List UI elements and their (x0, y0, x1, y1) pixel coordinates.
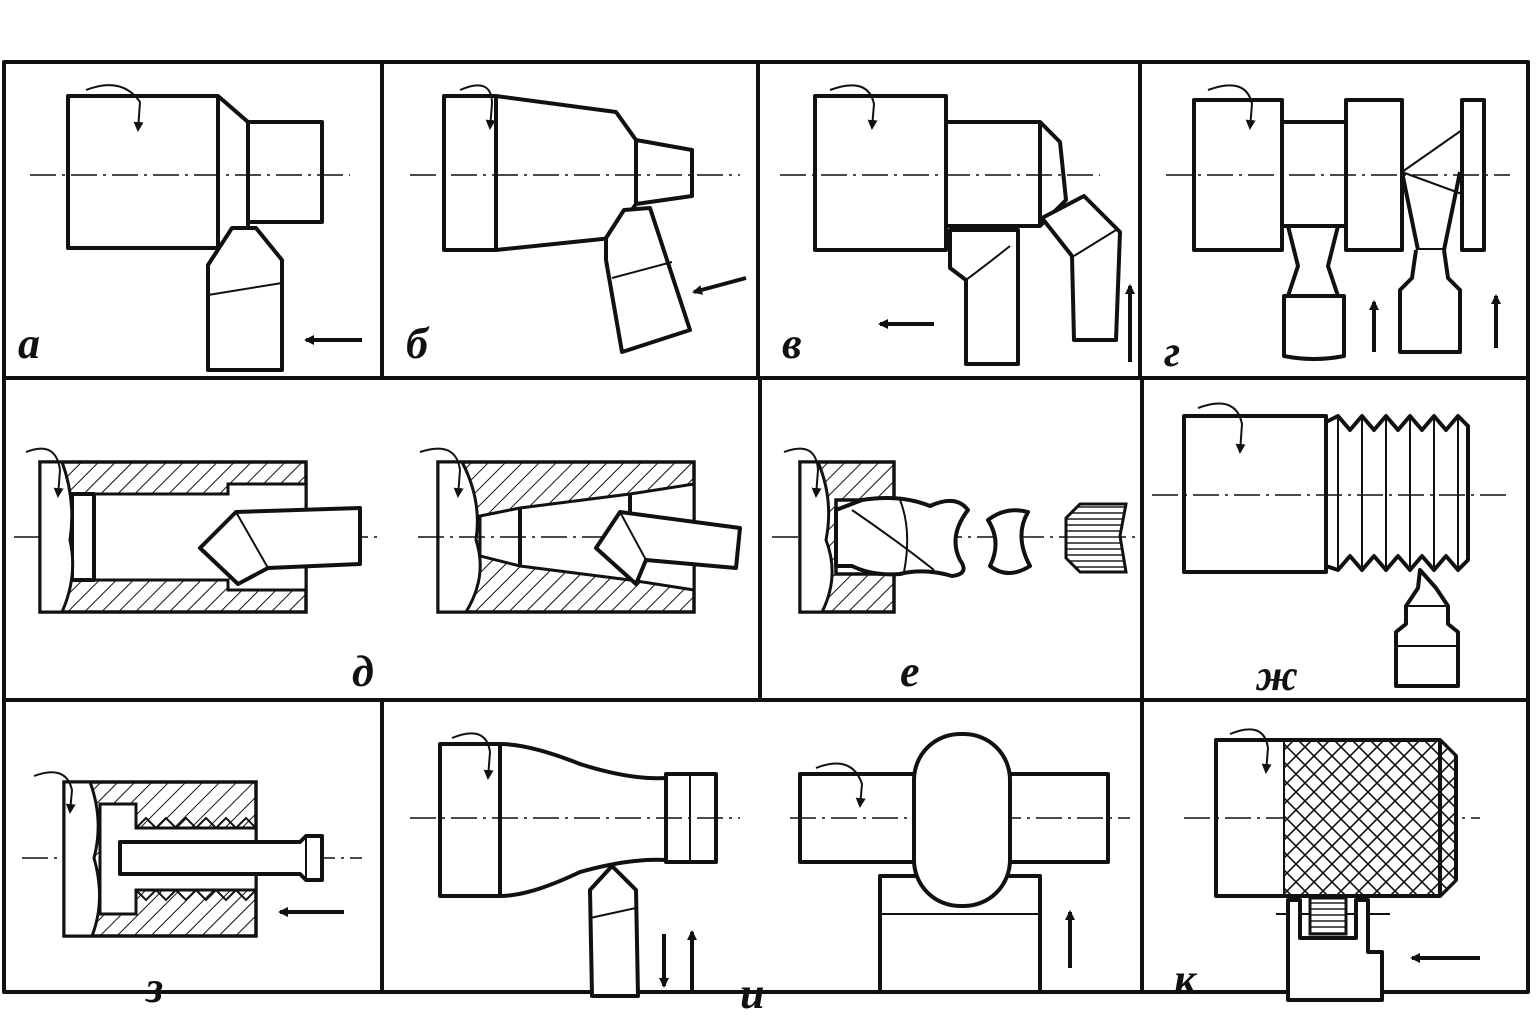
operation-g-grooving-parting: г (1164, 84, 1510, 376)
operation-b-taper-turning: б (406, 84, 747, 368)
operation-a-external-turning: а (18, 84, 362, 372)
operation-d-boring: д (14, 447, 742, 696)
label-d: д (352, 647, 374, 696)
operation-k-knurling: к (1174, 728, 1480, 1004)
label-a: а (18, 319, 40, 368)
label-e: е (900, 647, 920, 696)
label-k: к (1174, 955, 1198, 1004)
operation-i-profile-turning: и (410, 732, 1130, 1018)
table-grid (2, 60, 1530, 994)
label-b: б (406, 319, 430, 368)
operation-zh-threading: ж (1152, 402, 1510, 700)
label-v: в (782, 319, 802, 368)
operation-z-internal-threading: з (22, 771, 362, 1012)
label-z: з (145, 963, 163, 1012)
label-g: г (1164, 327, 1180, 376)
label-i: и (740, 969, 764, 1018)
operation-e-drilling: е (772, 447, 1140, 696)
label-zh: ж (1255, 651, 1298, 700)
operation-v-shoulder-turning: в (780, 84, 1135, 368)
